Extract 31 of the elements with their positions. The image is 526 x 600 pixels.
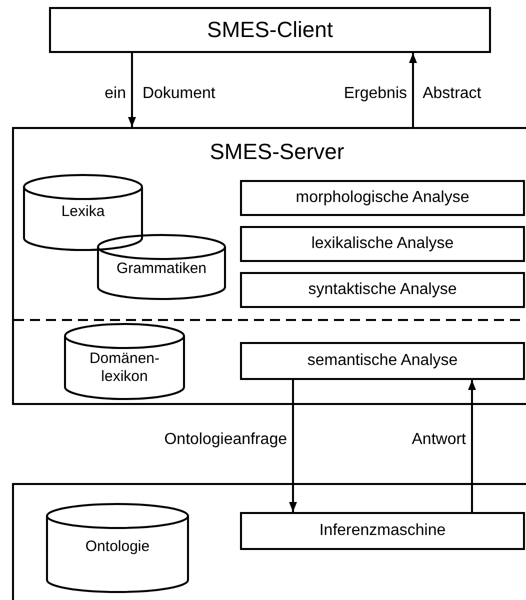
node-label: Grammatiken: [115, 260, 208, 278]
arrow: [409, 53, 417, 127]
node-label: Ontologie: [84, 538, 151, 556]
edge-label: Antwort: [412, 431, 466, 449]
client-box: [49, 7, 491, 53]
process-box: [240, 226, 525, 262]
database-cylinder: [97, 235, 226, 299]
database-cylinder: [46, 504, 189, 592]
edge-label: ein Dokument: [104, 85, 216, 103]
node-label: lexikalische Analyse: [311, 235, 454, 253]
edge-label: Ontologieanfrage: [164, 431, 287, 449]
process-box: [240, 180, 525, 216]
database-cylinder: [23, 175, 143, 250]
arrow: [289, 380, 297, 512]
arrow: [128, 53, 136, 127]
node-label: morphologische Analyse: [296, 189, 470, 207]
node-label: Domänen- lexikon: [88, 350, 161, 386]
node-label: syntaktische Analyse: [308, 281, 457, 299]
edge-label: Ergebnis Abstract: [344, 85, 482, 103]
node-label: SMES-Client: [207, 17, 333, 43]
arrow: [468, 380, 476, 512]
node-label: semantische Analyse: [307, 352, 458, 370]
ontology-container: [12, 483, 526, 600]
database-cylinder: [64, 324, 185, 399]
process-box: [240, 272, 525, 308]
server-container: [12, 127, 526, 405]
container-title: SMES-Server: [208, 139, 346, 165]
process-box: [240, 512, 525, 550]
node-label: Inferenzmaschine: [319, 522, 446, 540]
process-box: [240, 342, 525, 380]
node-label: Lexika: [60, 203, 106, 221]
